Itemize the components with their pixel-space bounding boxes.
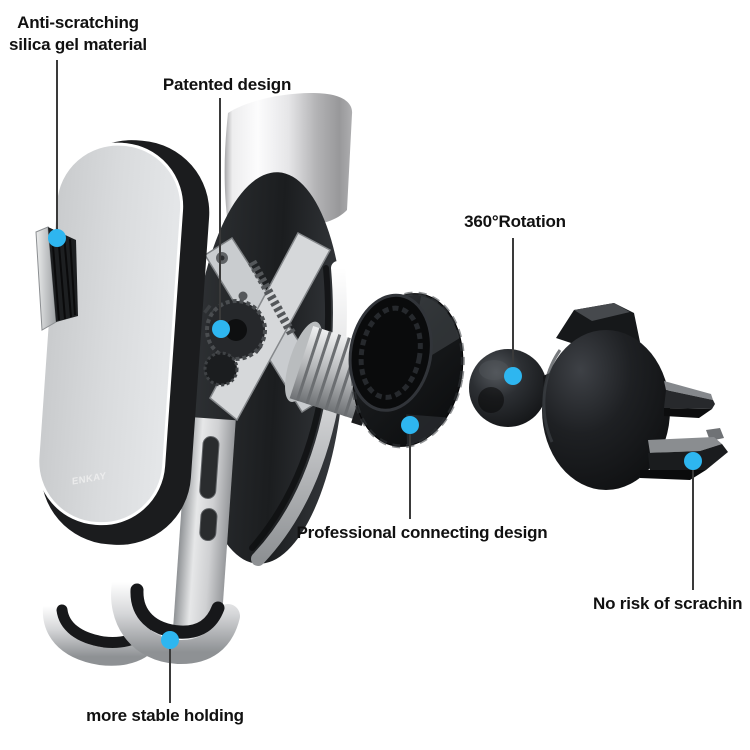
callout-rotation-360: 360°Rotation <box>464 212 566 231</box>
leader-line-stable-holding <box>169 646 171 703</box>
marker-dot-patented-design <box>212 320 230 338</box>
marker-dot-silica-gel <box>48 229 66 247</box>
vent-prong-upper <box>664 381 715 418</box>
callout-stable-holding: more stable holding <box>86 706 244 725</box>
leader-line-patented-design <box>219 98 221 322</box>
leader-line-no-scratch <box>692 467 694 590</box>
callout-patented-design: Patented design <box>162 75 292 94</box>
callout-silica-gel-line1: Anti-scratching <box>17 13 139 32</box>
callout-no-scratch: No risk of scrachin <box>593 594 743 613</box>
leader-line-rotation-360 <box>512 238 514 369</box>
callout-silica-gel-line2: silica gel material <box>9 34 147 54</box>
leader-line-silica-gel <box>56 60 58 231</box>
callout-silica-gel: Anti-scratching silica gel material <box>0 12 156 56</box>
marker-dot-no-scratch <box>684 452 702 470</box>
marker-dot-stable-holding <box>161 631 179 649</box>
phone-cradle-plate: ENKAY <box>36 140 210 545</box>
leader-line-connecting-design <box>409 432 411 519</box>
marker-dot-rotation-360 <box>504 367 522 385</box>
callout-connecting-design: Professional connecting design <box>296 523 548 542</box>
side-grip-clip <box>35 226 78 331</box>
hook-foot-right <box>111 570 240 665</box>
vent-prong-lower <box>640 428 728 480</box>
vent-mount-body <box>542 303 728 490</box>
marker-dot-connecting-design <box>401 416 419 434</box>
